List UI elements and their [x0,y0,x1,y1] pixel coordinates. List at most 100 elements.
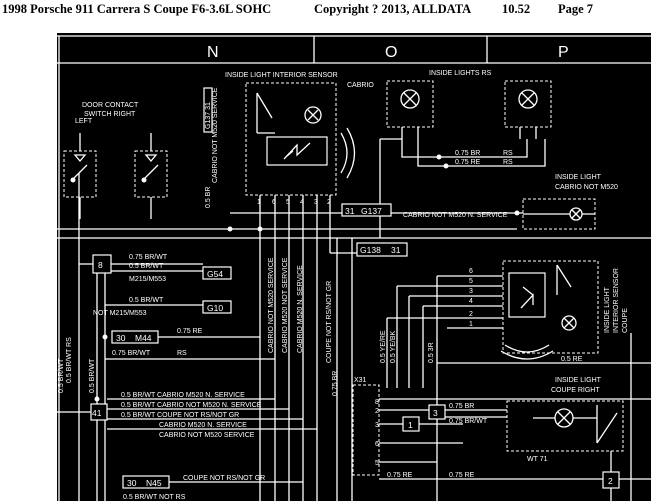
coupe-sensor-label-1: INSIDE LIGHT [604,286,611,333]
junction-dot [227,226,233,232]
interior-sensor-cabrio-housing [245,82,337,196]
door-switch-node [70,177,76,183]
inside-lights-rs-label: INSIDE LIGHTS RS [429,70,492,77]
coupe-sensor-pin-wires [387,275,503,329]
horizontal-bus-wires [57,212,651,239]
wiring-diagram: N O P DOOR CONTACT SWITCH RIGHT LEFT INS… [57,33,651,501]
coupe-sensor-transistor [520,286,534,309]
n45-name: N45 [146,478,162,488]
sensor-switch-icon [256,92,275,134]
wiring-diagram-svg: N O P DOOR CONTACT SWITCH RIGHT LEFT INS… [57,35,651,501]
wire-label-w14: CABRIO NOT M520 N. SERVICE [403,212,508,219]
coupe-sensor-label-3: COUPE [622,308,629,333]
pin-number: 2 [327,199,331,206]
wire-label-w30: 0.5 YE/RE [380,330,387,363]
vert-label-v5: 0.5 BR [205,187,212,208]
grid-column-o: O [385,44,397,61]
pin-number: 5 [469,278,473,285]
rs-lamp-right [518,89,538,109]
g138-name: G138 [360,245,381,255]
wire-label-w5: NOT M215/M553 [93,310,147,317]
wire-label-w31: 0.5 YE/BK [390,330,397,363]
vert-label-v3: CABRIO M520 N. SERVICE [297,265,304,353]
grid-column-p: P [558,44,569,61]
pin-number: 1 [257,199,261,206]
pin-number: 3 [314,199,318,206]
vehicle-title: 1998 Porsche 911 Carrera S Coupe F6-3.6L… [2,2,272,16]
junction-dot [514,210,520,216]
m44-name: M44 [135,333,152,343]
wire-label-w18: 0.75 RE [455,159,481,166]
coupe-lamp-housing [506,400,624,452]
pin-number: 4 [469,298,473,305]
pin-number: 6 [375,441,379,448]
g54-box [202,266,232,280]
sensor-wave-icon [340,127,356,179]
lamp-icon [304,106,322,124]
coupe-lamp-wires [533,405,618,444]
x31-label: X31 [354,377,367,384]
coupe-sensor-lamp-cross [563,317,575,329]
door-switch-contacts [72,164,159,180]
connector-8-label: 8 [98,260,103,270]
coupe-vertical-wires [386,276,438,501]
sensor-pin-wires [259,195,331,501]
connector-41-wires [57,398,317,430]
rs-lamp-leads [401,127,537,139]
door-switch-leads [79,133,152,219]
door-switch-node [141,177,147,183]
wire-label-w23: 0.75 RE [449,472,475,479]
vert-label-v6: CABRIO NOT M520 SERVICE [268,257,275,353]
connector-3-label: 3 [433,408,438,418]
door-switch-arrows [73,154,158,163]
door-contact-label-3: LEFT [75,118,93,125]
wire-label-w28: 0.75 BR [332,371,339,396]
g137-vertical-box [203,87,213,133]
coupe-sensor-switch [556,264,572,295]
pin-number: 8 [375,399,379,406]
connector-2-wires [610,333,632,501]
pin-number: 2 [375,408,379,415]
pin-number: 6 [272,199,276,206]
door-switch-left [63,150,97,198]
wire-label-w10: 0.5 BR/WT CABRIO NOT M520 N. SERVICE [121,402,262,409]
g10-label: G10 [207,303,223,313]
g137-box [341,203,392,217]
connector-41-label: 41 [92,408,102,418]
junction-dot [436,154,442,160]
junction-dot [94,396,100,402]
pin-number: 5 [375,460,379,467]
rs-lamp-crosses [403,92,535,106]
junction-dot [443,163,449,169]
coupe-sensor-wave [500,344,554,360]
cabrio-lamp-wires [523,209,595,219]
rs-lamp-left [400,89,420,109]
wire-label-w15: COUPE NOT RS/NOT GR [183,475,265,482]
wire-label-w1: 0.75 BR/WT [129,254,168,261]
rs-label: RS [503,159,513,166]
n45-pin: 30 [127,478,137,488]
version-number: 10.52 [502,2,531,16]
g137-name: G137 [361,206,382,216]
wire-label-w33: 0.5 RE [561,356,583,363]
center-vertical-wires [336,238,353,501]
coupe-lamp-label-1: INSIDE LIGHT [555,377,602,384]
lamp-cross [307,109,319,121]
x31-connector [352,384,380,476]
rs-label: RS [177,350,187,357]
coupe-sensor-label-2: INTERIOR SENSOR [613,268,620,333]
wire-label-w2: 0.5 BR/WT [129,263,164,270]
wire-label-w21: 0.75 BR [449,403,474,410]
connector-1-label: 1 [408,420,413,430]
wire-label-w11: 0.5 BR/WT COUPE NOT RS/NOT GR [121,412,239,419]
door-contact-label-1: DOOR CONTACT [82,102,139,109]
x31-pin-wires [379,398,651,480]
pin-number: 4 [300,199,304,206]
coupe-sensor-housing [502,260,599,354]
coupe-sensor-module [508,272,546,318]
wire-label-w12: CABRIO M520 N. SERVICE [159,422,247,429]
pin-number: 6 [469,268,473,275]
coupe-sensor-lamp [561,315,577,331]
vert-label-v8: 0.5 BR/WT [58,358,65,393]
vert-label-v1: CABRIO NOT M520 SERVICE [212,87,219,183]
